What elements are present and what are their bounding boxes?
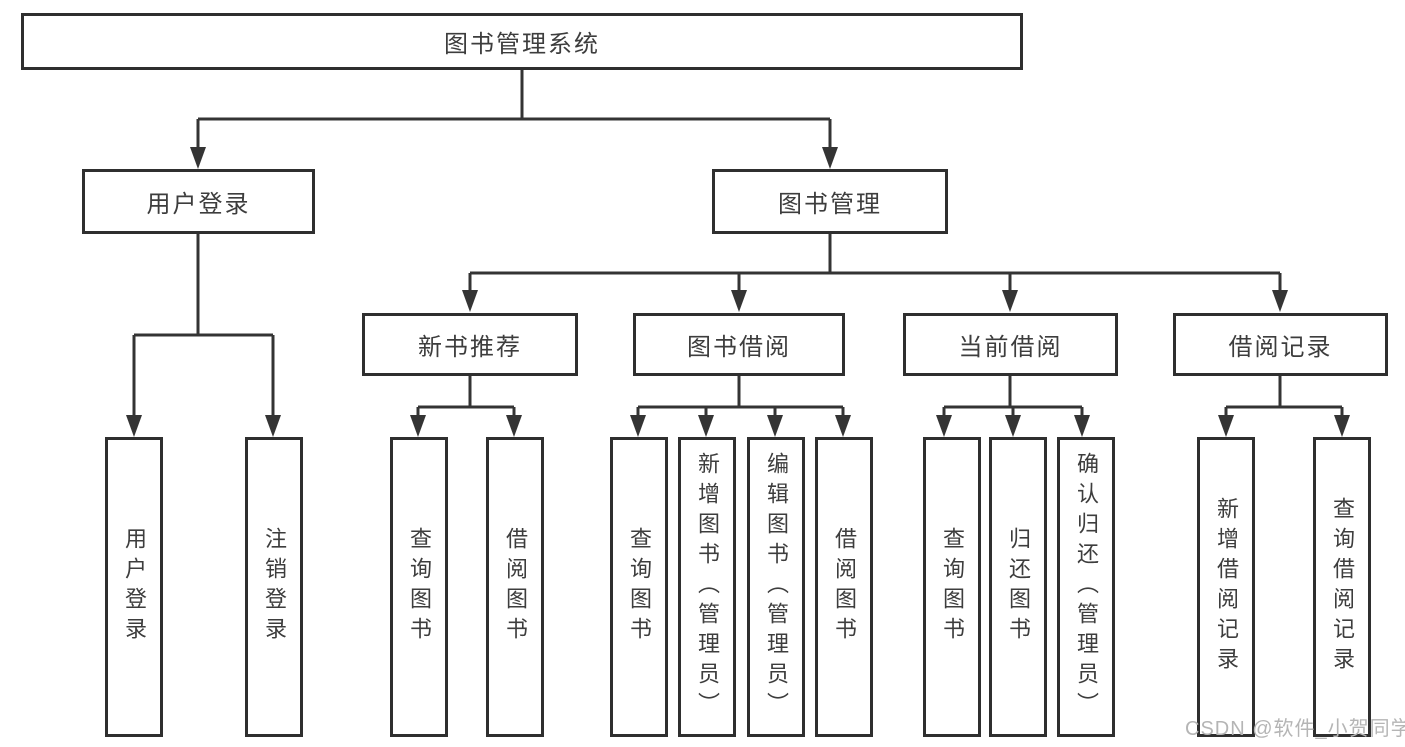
leaf-return-book: 归还图书 (989, 437, 1047, 737)
node-current-borrow: 当前借阅 (903, 313, 1118, 376)
leaf-user-login: 用户登录 (105, 437, 163, 737)
leaf-query-books-current: 查询图书 (923, 437, 981, 737)
connector-book-management-to-level3 (462, 233, 1288, 312)
node-book-management: 图书管理 (712, 169, 948, 234)
connector-borrow-records-to-leaves (1218, 375, 1350, 437)
node-book-borrow: 图书借阅 (633, 313, 845, 376)
leaf-borrow-books-recommend: 借阅图书 (486, 437, 544, 737)
leaf-query-books-recommend: 查询图书 (390, 437, 448, 737)
csdn-watermark: CSDN @软件_小贺同学 (1185, 718, 1405, 740)
connector-book-borrow-to-leaves (630, 375, 851, 437)
leaf-logout: 注销登录 (245, 437, 303, 737)
connector-root-to-level2 (190, 70, 838, 169)
leaf-query-borrow-record: 查询借阅记录 (1313, 437, 1371, 737)
connector-user-login-to-leaves (126, 233, 281, 437)
node-root: 图书管理系统 (21, 13, 1023, 70)
leaf-borrow-books-borrow: 借阅图书 (815, 437, 873, 737)
leaf-edit-book-admin: 编辑图书（管理员） (747, 437, 805, 737)
leaf-add-borrow-record: 新增借阅记录 (1197, 437, 1255, 737)
leaf-query-books-borrow: 查询图书 (610, 437, 668, 737)
leaf-add-book-admin: 新增图书（管理员） (678, 437, 736, 737)
node-borrow-records: 借阅记录 (1173, 313, 1388, 376)
connector-current-borrow-to-leaves (936, 375, 1090, 437)
connector-new-book-recommend-to-leaves (410, 375, 522, 437)
node-new-book-recommend: 新书推荐 (362, 313, 578, 376)
leaf-confirm-return-admin: 确认归还（管理员） (1057, 437, 1115, 737)
node-user-login: 用户登录 (82, 169, 315, 234)
